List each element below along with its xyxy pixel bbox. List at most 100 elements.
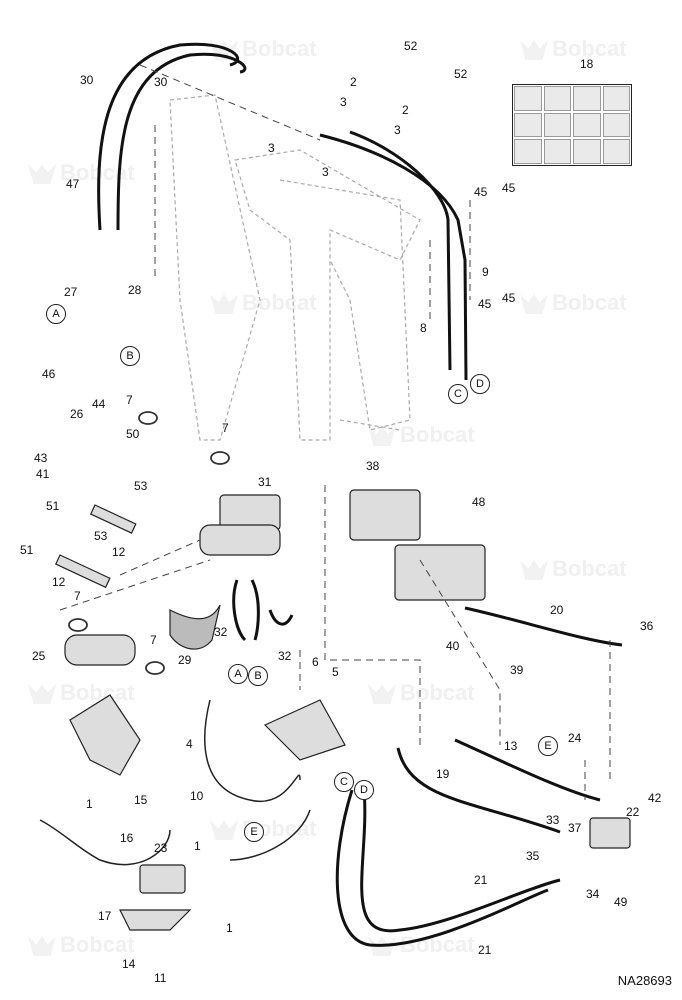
callout-45: 45 xyxy=(502,291,516,305)
callout-49: 49 xyxy=(614,895,628,909)
callout-32: 32 xyxy=(278,649,292,663)
callout-2: 2 xyxy=(402,103,409,117)
connector-b: B xyxy=(248,666,268,686)
bobcat-watermark: Bobcat xyxy=(368,422,475,448)
leader-dashes xyxy=(59,64,611,800)
bobcat-watermark: Bobcat xyxy=(28,680,135,706)
callout-51: 51 xyxy=(20,543,34,557)
callout-39: 39 xyxy=(510,663,524,677)
callout-4: 4 xyxy=(186,737,193,751)
callout-46: 46 xyxy=(42,367,56,381)
drawing-number: NA28693 xyxy=(617,973,672,988)
callout-7: 7 xyxy=(126,393,133,407)
valve-22 xyxy=(589,817,631,849)
callout-8: 8 xyxy=(420,321,427,335)
callout-17: 17 xyxy=(98,909,112,923)
callout-1: 1 xyxy=(226,921,233,935)
callout-12: 12 xyxy=(112,545,126,559)
connector-c: C xyxy=(448,384,468,404)
connector-d: D xyxy=(354,780,374,800)
callout-5: 5 xyxy=(332,665,339,679)
callout-25: 25 xyxy=(32,649,46,663)
bobcat-watermark: Bobcat xyxy=(28,160,135,186)
o-rings xyxy=(68,411,230,675)
callout-26: 26 xyxy=(70,407,84,421)
connector-e: E xyxy=(244,822,264,842)
callout-21: 21 xyxy=(474,873,488,887)
callout-1: 1 xyxy=(194,839,201,853)
connector-e: E xyxy=(538,736,558,756)
hoses xyxy=(97,42,623,947)
callout-7: 7 xyxy=(74,589,81,603)
callout-13: 13 xyxy=(504,739,518,753)
controller-23 xyxy=(139,864,186,894)
callout-30: 30 xyxy=(154,75,168,89)
callout-31: 31 xyxy=(258,475,272,489)
hose-19 xyxy=(396,747,561,834)
callout-14: 14 xyxy=(122,957,136,971)
bobcat-watermark: Bobcat xyxy=(28,932,135,958)
callout-52: 52 xyxy=(404,39,418,53)
hose-32b xyxy=(250,579,260,641)
connector-d: D xyxy=(470,374,490,394)
callout-21: 21 xyxy=(478,943,492,957)
hose-30b xyxy=(116,52,247,231)
callout-52: 52 xyxy=(454,67,468,81)
callout-45: 45 xyxy=(474,185,488,199)
components xyxy=(54,489,631,931)
callout-42: 42 xyxy=(648,791,662,805)
decal-18 xyxy=(512,84,632,166)
valve-38 xyxy=(349,489,421,541)
hose-20 xyxy=(464,606,623,647)
callout-38: 38 xyxy=(366,459,380,473)
hose-21b xyxy=(360,789,561,933)
hose-32c xyxy=(268,609,294,626)
callout-11: 11 xyxy=(154,971,167,985)
hose-13 xyxy=(454,738,601,802)
hose-32a xyxy=(232,579,247,642)
shield-29 xyxy=(169,604,221,650)
wiring-harness xyxy=(39,699,311,866)
callout-1: 1 xyxy=(86,797,93,811)
callout-3: 3 xyxy=(322,165,329,179)
callout-34: 34 xyxy=(586,887,600,901)
hose-30a xyxy=(97,42,239,231)
callout-3: 3 xyxy=(340,95,347,109)
callout-28: 28 xyxy=(128,283,142,297)
callout-33: 33 xyxy=(546,813,560,827)
callout-36: 36 xyxy=(640,619,654,633)
callout-23: 23 xyxy=(154,841,168,855)
link-25 xyxy=(64,634,136,666)
bobcat-watermark: Bobcat xyxy=(368,680,475,706)
callout-47: 47 xyxy=(66,177,80,191)
connector-a: A xyxy=(228,664,248,684)
callout-53: 53 xyxy=(134,479,148,493)
callout-35: 35 xyxy=(526,849,540,863)
callout-27: 27 xyxy=(64,285,78,299)
mount-17 xyxy=(119,909,192,931)
callout-40: 40 xyxy=(446,639,460,653)
hose-9 xyxy=(319,133,468,381)
hose-8 xyxy=(349,130,452,371)
callout-45: 45 xyxy=(502,181,516,195)
callout-19: 19 xyxy=(436,767,450,781)
boom-arm-outline xyxy=(169,94,421,441)
callout-10: 10 xyxy=(190,789,204,803)
callout-53: 53 xyxy=(94,529,108,543)
callout-32: 32 xyxy=(214,625,228,639)
bracket-6 xyxy=(263,699,346,761)
callout-30: 30 xyxy=(80,73,94,87)
callout-12: 12 xyxy=(52,575,66,589)
callout-41: 41 xyxy=(36,467,50,481)
callout-43: 43 xyxy=(34,451,48,465)
connector-c: C xyxy=(334,772,354,792)
callout-20: 20 xyxy=(550,603,564,617)
callout-6: 6 xyxy=(312,655,319,669)
bobcat-watermark: Bobcat xyxy=(520,556,627,582)
callout-18: 18 xyxy=(580,57,594,71)
bobcat-watermark: Bobcat xyxy=(210,290,317,316)
callout-3: 3 xyxy=(268,141,275,155)
callout-7: 7 xyxy=(150,633,157,647)
callout-44: 44 xyxy=(92,397,106,411)
